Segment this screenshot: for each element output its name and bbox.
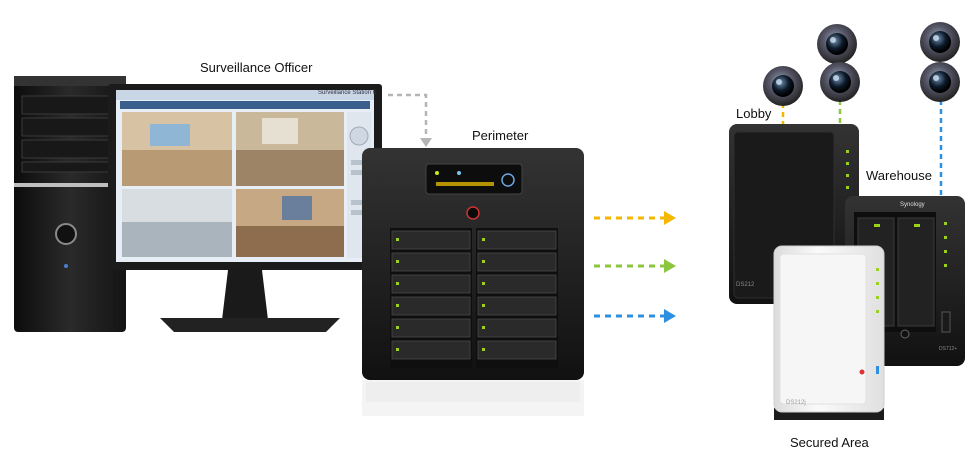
- surveillance-officer-label: Surveillance Officer: [200, 60, 313, 75]
- pc-tower: [14, 76, 126, 332]
- arrow-blue: [594, 309, 676, 323]
- warehouse-label: Warehouse: [866, 168, 932, 183]
- camera-secured-bottom: [820, 62, 860, 102]
- monitor: [108, 84, 382, 332]
- monitor-app-title: Surveillance Station 6: [318, 90, 377, 96]
- secured-model-text: DS212j: [786, 400, 806, 406]
- lobby-model-text: DS212: [736, 282, 755, 288]
- secured-area-label: Secured Area: [790, 435, 869, 450]
- arrow-green: [594, 259, 676, 273]
- camera-secured-top: [817, 24, 857, 64]
- camera-lobby: [763, 66, 803, 106]
- connector-monitor-perimeter: [388, 93, 428, 140]
- lobby-label: Lobby: [736, 106, 772, 121]
- warehouse-brand-text: Synology: [900, 202, 925, 208]
- perimeter-label: Perimeter: [472, 128, 529, 143]
- camera-warehouse-bottom: [920, 62, 960, 102]
- camera-warehouse-top: [920, 22, 960, 62]
- secured-area-nas: DS212j: [773, 245, 885, 420]
- warehouse-model-text: DS712+: [939, 346, 957, 352]
- perimeter-nas: [362, 148, 584, 416]
- arrow-yellow: [594, 211, 676, 225]
